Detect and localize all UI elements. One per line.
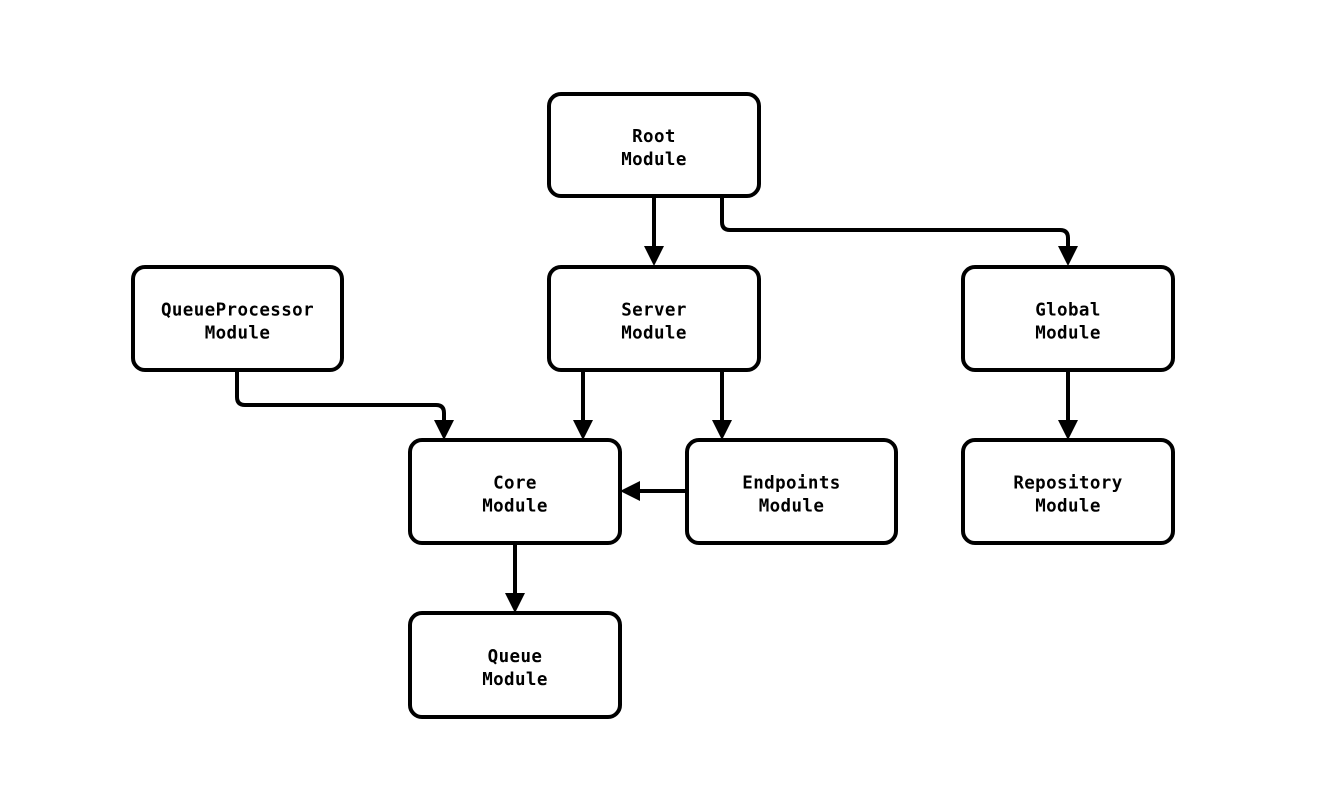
node-box[interactable] <box>961 265 1175 372</box>
node-label-line2: Module <box>1035 324 1101 344</box>
arrowhead-icon <box>644 246 664 266</box>
edge-root-to-global <box>720 196 1078 266</box>
node-label-line2: Module <box>482 670 548 690</box>
edge-queueprocessor-to-core <box>235 370 454 440</box>
node-label-line1: Core <box>493 474 537 494</box>
edge-line <box>235 370 446 423</box>
node-box[interactable] <box>685 438 898 545</box>
node-label-line2: Module <box>621 324 687 344</box>
node-box[interactable] <box>408 438 622 545</box>
node-label-line2: Module <box>621 150 687 170</box>
node-label-line2: Module <box>482 497 548 517</box>
node-box[interactable] <box>547 265 761 372</box>
node-label-line1: Queue <box>488 647 543 667</box>
edge-global-to-repository <box>1058 371 1078 440</box>
node-label-line1: Server <box>621 301 687 321</box>
edge-root-to-server <box>644 196 664 266</box>
edge-line <box>720 196 1070 250</box>
node-box[interactable] <box>408 611 622 719</box>
node-box[interactable] <box>961 438 1175 545</box>
edge-server-to-core <box>573 370 593 440</box>
node-box[interactable] <box>131 265 344 372</box>
node-label-line1: QueueProcessor <box>161 301 314 321</box>
arrowhead-icon <box>1058 246 1078 266</box>
node-label-line1: Endpoints <box>742 474 840 494</box>
arrowhead-icon <box>505 593 525 613</box>
arrowhead-icon <box>620 481 640 501</box>
arrowhead-icon <box>434 420 454 440</box>
edge-endpoints-to-core <box>620 481 687 501</box>
node-label-line1: Root <box>632 127 676 147</box>
node-box[interactable] <box>547 92 761 198</box>
node-label-line1: Global <box>1035 301 1101 321</box>
node-label-line2: Module <box>759 497 825 517</box>
arrowhead-icon <box>712 420 732 440</box>
edge-core-to-queue <box>505 543 525 613</box>
arrowhead-icon <box>1058 420 1078 440</box>
node-label-line1: Repository <box>1013 474 1122 494</box>
edges-layer <box>235 196 1078 613</box>
arrowhead-icon <box>573 420 593 440</box>
node-label-line2: Module <box>205 324 271 344</box>
edge-server-to-endpoints <box>712 370 732 440</box>
node-label-line2: Module <box>1035 497 1101 517</box>
